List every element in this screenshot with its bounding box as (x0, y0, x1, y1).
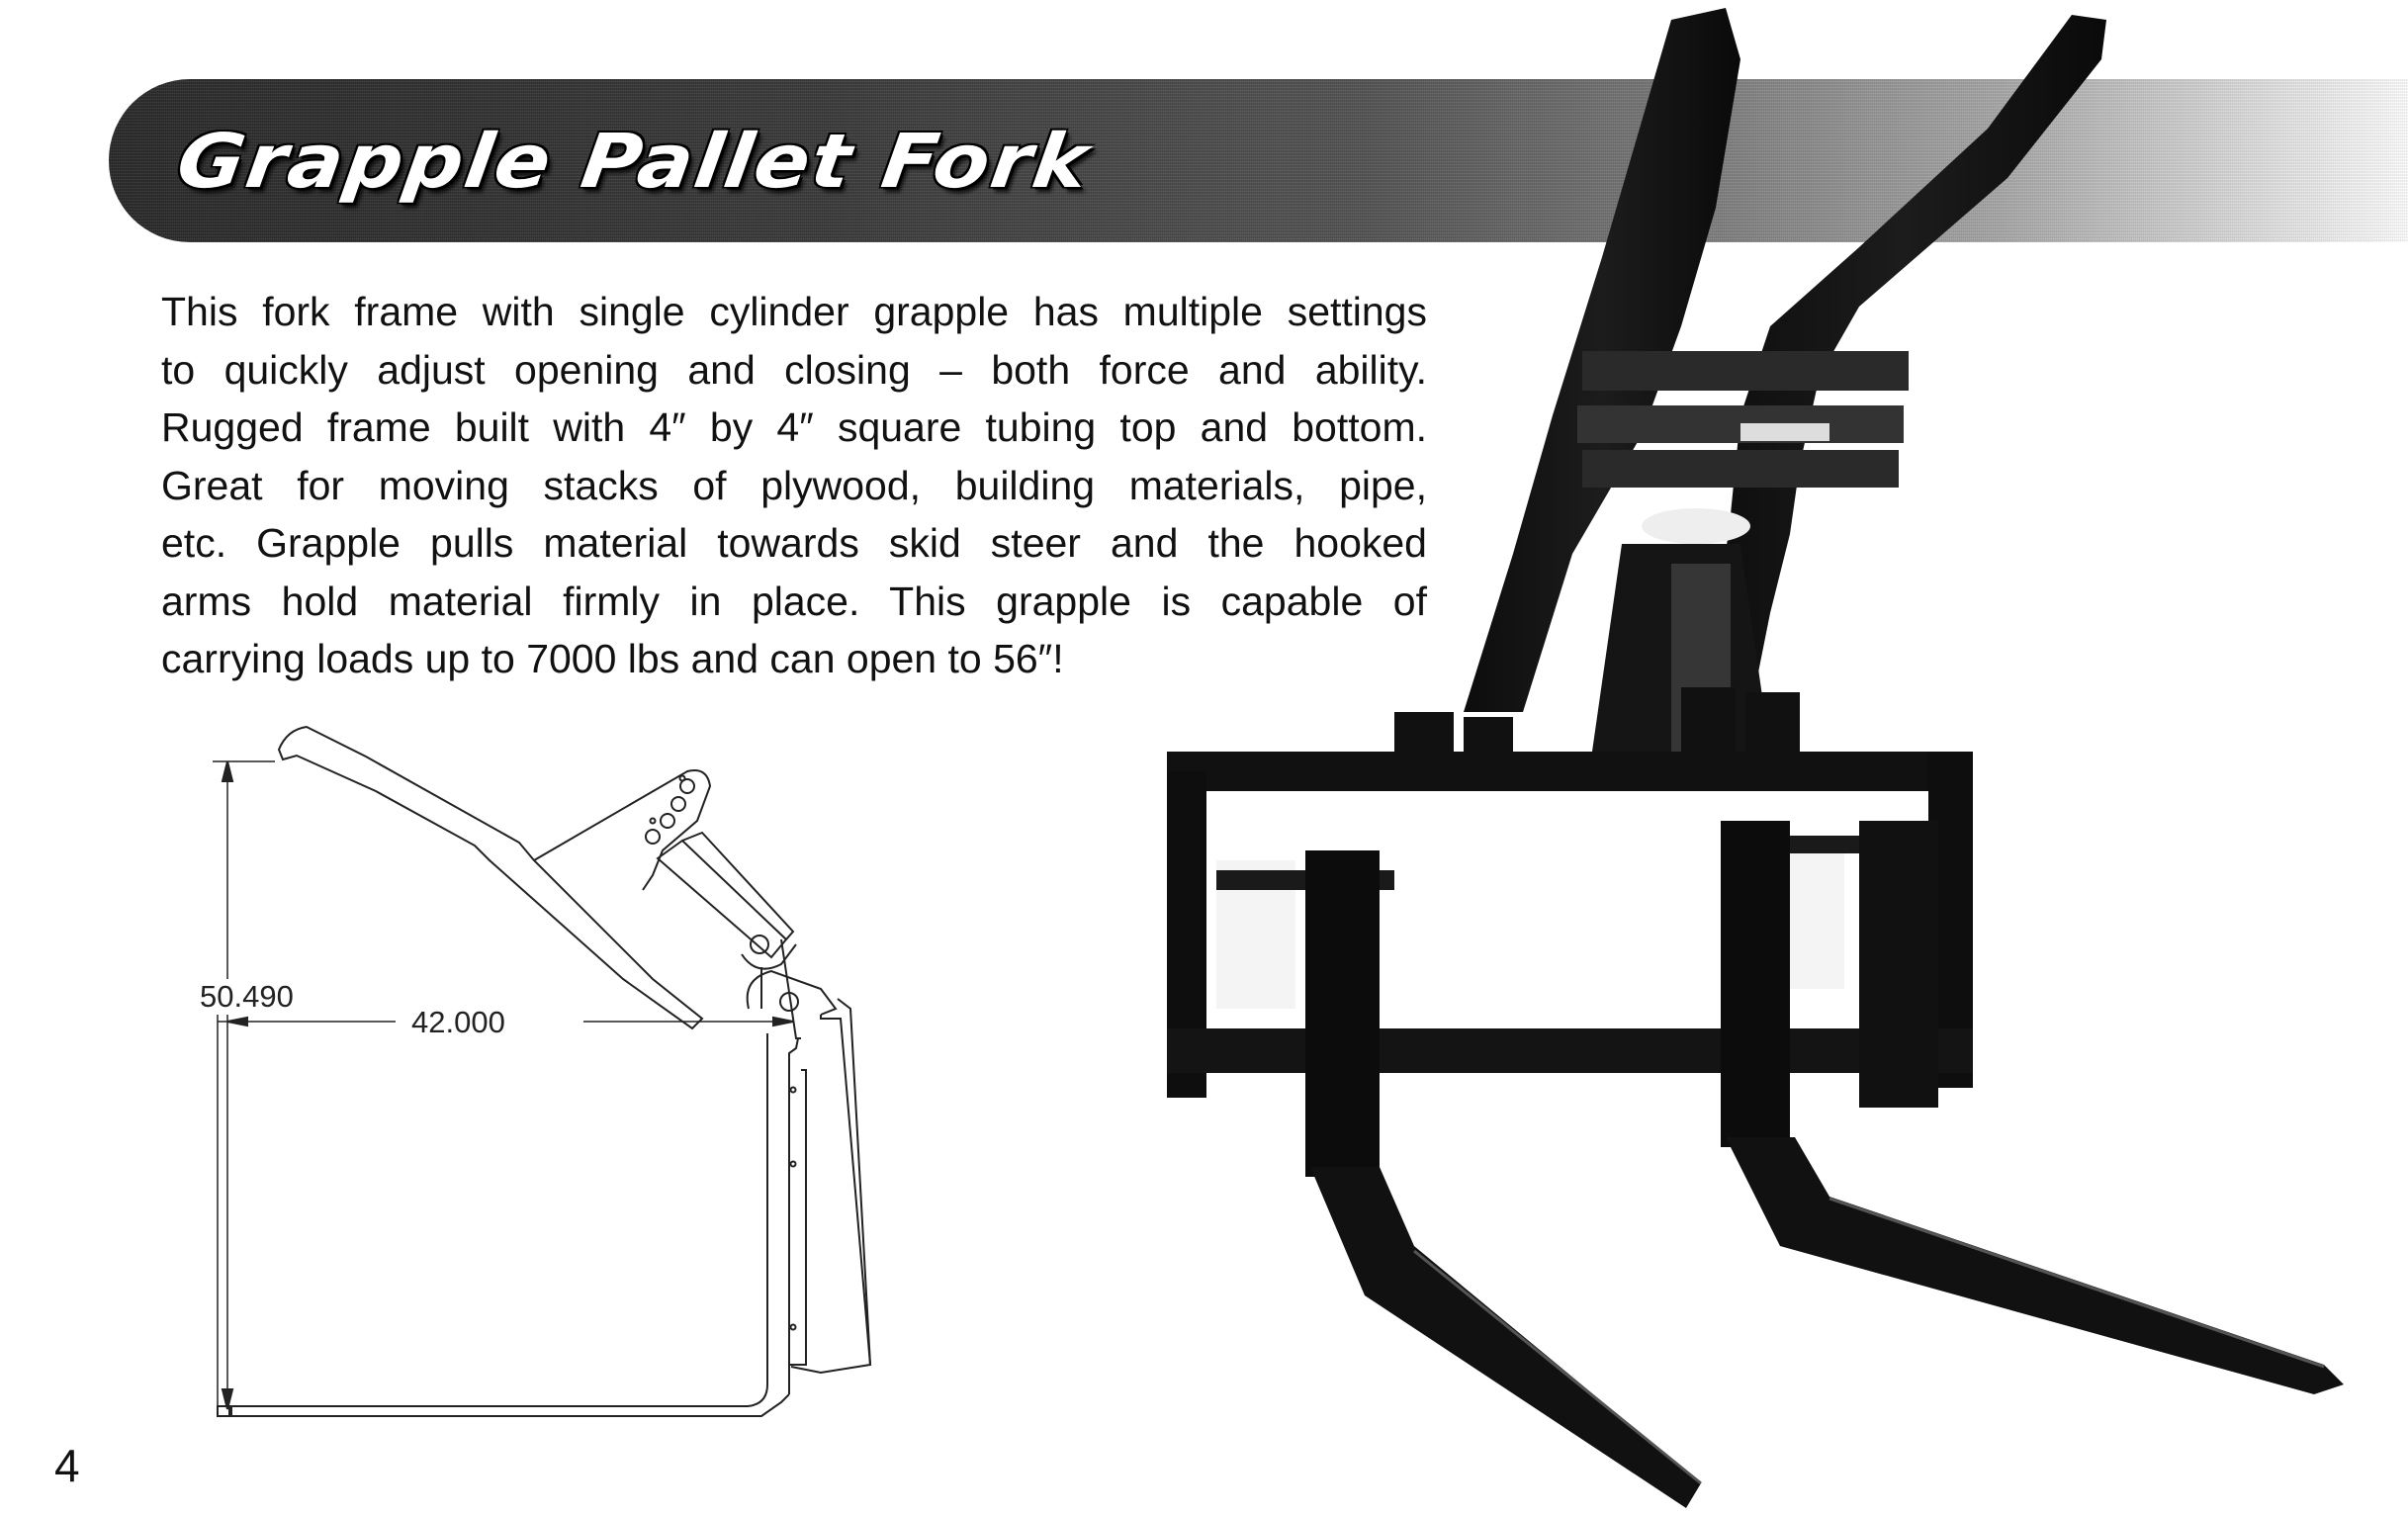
height-dimension-label: 50.490 (196, 979, 298, 1015)
description-line: arms hold material firmly in place. This… (161, 578, 1427, 624)
page-title: Grapple Pallet Fork (171, 118, 1096, 206)
description-line: etc. Grapple pulls material towards skid… (161, 520, 1427, 566)
description-line: Great for moving stacks of plywood, buil… (161, 462, 1427, 508)
product-photo (1167, 8, 2344, 1508)
technical-drawing: 50.490 42.000 (188, 712, 999, 1434)
description-line: This fork frame with single cylinder gra… (161, 289, 1427, 334)
description-line: carrying loads up to 7000 lbs and can op… (161, 636, 1064, 681)
length-dimension-label: 42.000 (407, 1005, 509, 1040)
description-line: to quickly adjust opening and closing – … (161, 346, 1427, 393)
page-number: 4 (54, 1440, 80, 1491)
product-description: This fork frame with single cylinder gra… (161, 283, 1447, 688)
description-line: Rugged frame built with 4″ by 4″ square … (161, 404, 1427, 450)
